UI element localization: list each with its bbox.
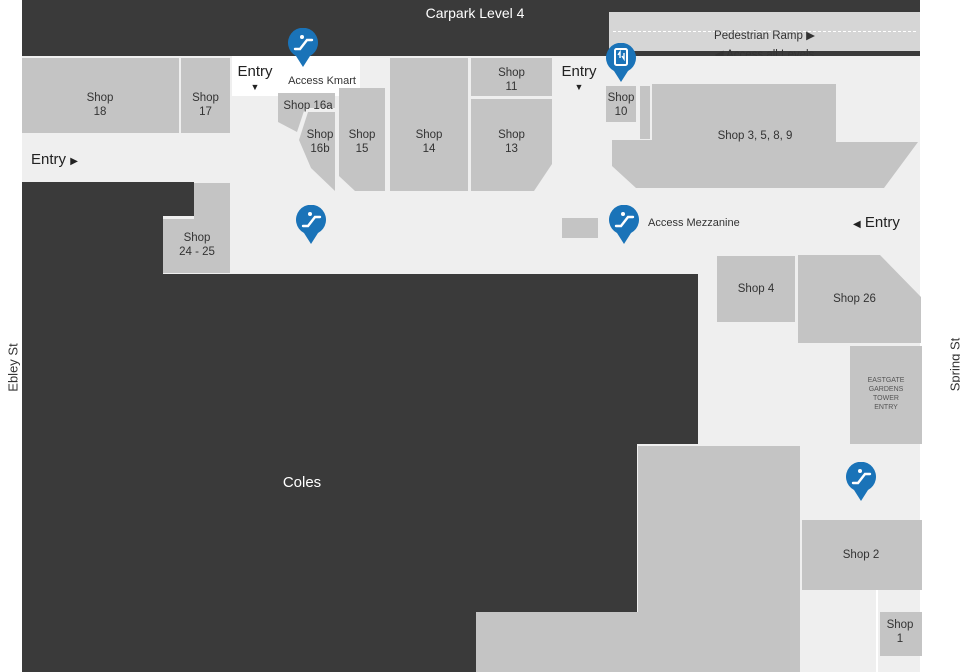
pedestrian-ramp[interactable]: Pedestrian Ramp ▶ ◀ Access all Levels bbox=[609, 12, 920, 61]
shop-4[interactable] bbox=[717, 256, 795, 322]
ramp-label: Pedestrian Ramp ▶ bbox=[714, 30, 815, 42]
shop-18-label: Shop 18 bbox=[86, 92, 114, 118]
retail-block-south[interactable] bbox=[476, 446, 922, 672]
entry-right[interactable]: ◀ Entry bbox=[853, 214, 900, 231]
shop-16b[interactable] bbox=[299, 112, 335, 191]
shop-24-25[interactable] bbox=[163, 183, 231, 274]
street-ebley: Ebley St bbox=[5, 343, 21, 392]
shop-3-5-8-9-label: Shop 3, 5, 8, 9 bbox=[717, 130, 793, 142]
escalator-icon[interactable] bbox=[287, 28, 319, 68]
shop-15-label: Shop 15 bbox=[348, 129, 376, 155]
entry-top-left[interactable]: Entry ▼ bbox=[235, 63, 275, 92]
escalator-icon[interactable] bbox=[608, 205, 640, 245]
shop-17[interactable] bbox=[181, 58, 230, 133]
shop-14[interactable] bbox=[390, 58, 468, 191]
shop-13[interactable] bbox=[471, 99, 553, 192]
coles[interactable] bbox=[22, 182, 698, 672]
street-spring: Spring St bbox=[947, 337, 960, 392]
arrow-right-icon: ▶ bbox=[70, 156, 78, 167]
shop-16a[interactable] bbox=[278, 93, 335, 132]
kiosk bbox=[562, 218, 598, 238]
carpark-gap bbox=[232, 56, 360, 96]
shop-4-label: Shop 4 bbox=[737, 283, 775, 295]
shop-1-divider bbox=[876, 590, 878, 672]
eastgate-tower-label: EASTGATE GARDENS TOWER ENTRY bbox=[867, 377, 905, 411]
shop-13-label: Shop 13 bbox=[498, 129, 525, 155]
access-kmart-label: Access Kmart bbox=[288, 75, 356, 87]
right-strip bbox=[920, 0, 960, 672]
shop-11[interactable] bbox=[471, 58, 552, 96]
carpark-title: Carpark Level 4 bbox=[425, 5, 525, 21]
coles-label: Coles bbox=[282, 474, 322, 491]
shop-16-block bbox=[278, 88, 385, 191]
shop-1[interactable] bbox=[880, 612, 922, 656]
shop-15[interactable] bbox=[339, 88, 385, 191]
shop-17-label: Shop 17 bbox=[192, 92, 219, 118]
shop-11-label: Shop 11 bbox=[498, 67, 525, 93]
shop-14-label: Shop 14 bbox=[415, 129, 443, 155]
arrow-down-icon: ▼ bbox=[574, 82, 584, 92]
shop-24-25-label: Shop 24 - 25 bbox=[179, 232, 215, 258]
shop-26[interactable] bbox=[798, 255, 922, 344]
entry-top-right[interactable]: Entry ▼ bbox=[558, 63, 600, 92]
shop-2-label: Shop 2 bbox=[842, 549, 880, 561]
lift-icon[interactable] bbox=[605, 43, 637, 83]
shop-3-5-8-9[interactable] bbox=[612, 84, 920, 190]
eastgate-tower-entry[interactable] bbox=[850, 346, 922, 444]
escalator-icon[interactable] bbox=[845, 462, 877, 502]
escalator-icon[interactable] bbox=[295, 205, 327, 245]
shop-10-side bbox=[640, 86, 650, 139]
shop-26-label: Shop 26 bbox=[833, 293, 876, 305]
arrow-left-icon: ◀ bbox=[714, 49, 724, 61]
top-right-corridor bbox=[661, 56, 920, 84]
shop-16b-label: Shop 16b bbox=[306, 129, 334, 155]
access-mezzanine-label: Access Mezzanine bbox=[648, 217, 740, 229]
arrow-right-icon: ▶ bbox=[806, 30, 815, 42]
shop-18[interactable] bbox=[22, 58, 179, 133]
shop-2[interactable] bbox=[802, 520, 922, 590]
entry-left[interactable]: Entry ▶ bbox=[31, 151, 78, 168]
shop-1-label: Shop 1 bbox=[886, 619, 914, 645]
shop-10[interactable] bbox=[606, 86, 636, 122]
arrow-left-icon: ◀ bbox=[853, 219, 861, 230]
shop-10-label: Shop 10 bbox=[607, 92, 635, 118]
shop-16a-label: Shop 16a bbox=[283, 100, 333, 112]
arrow-down-icon: ▼ bbox=[250, 82, 260, 92]
